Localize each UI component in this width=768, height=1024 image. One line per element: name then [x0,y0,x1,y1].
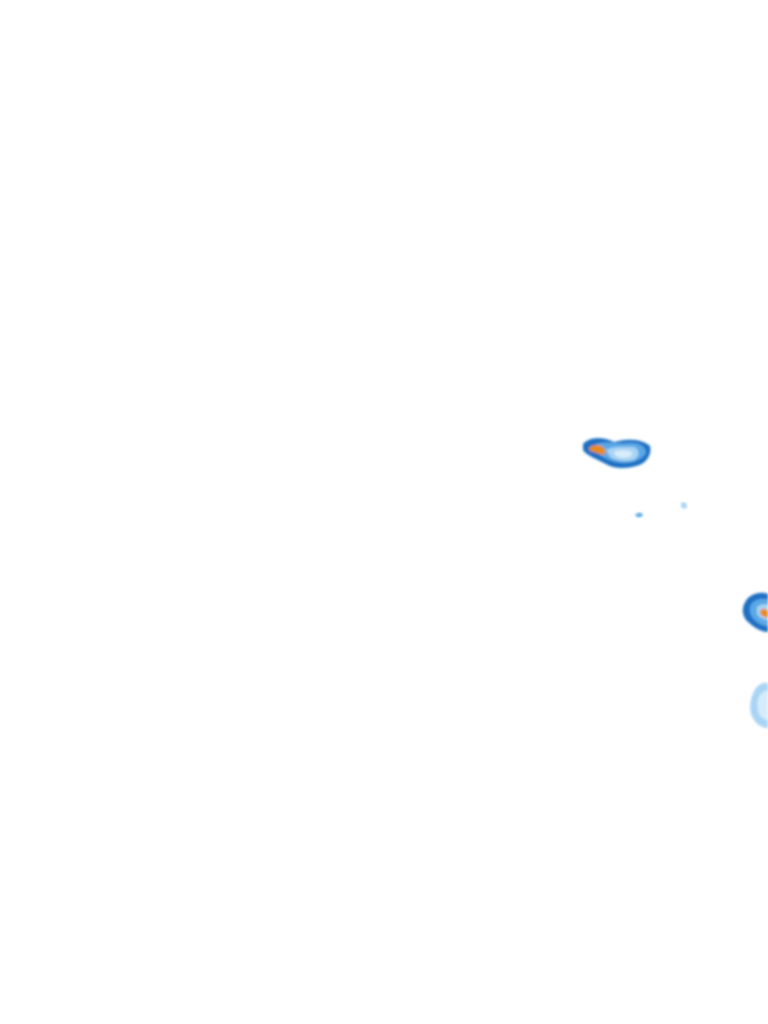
precip-speck-1 [635,512,643,518]
precip-cell-main [583,438,651,469]
precip-speck-2 [681,502,687,509]
precip-cell-right-edge-lower [750,682,768,728]
precip-cell-right-edge-upper [742,592,768,632]
